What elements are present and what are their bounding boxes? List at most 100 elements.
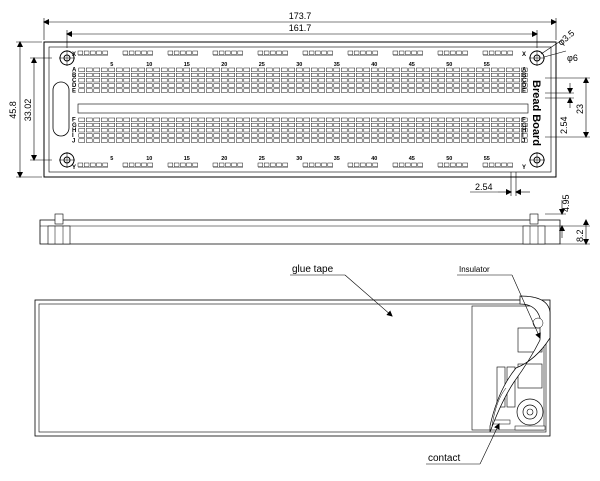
terminal-hole: [318, 88, 325, 93]
terminal-hole: [356, 128, 363, 133]
terminal-hole: [498, 88, 505, 93]
terminal-hole: [356, 83, 363, 88]
terminal-hole: [386, 133, 393, 138]
terminal-hole: [281, 117, 288, 122]
terminal-hole: [431, 122, 438, 128]
terminal-hole: [498, 128, 505, 133]
terminal-hole: [341, 83, 348, 88]
terminal-hole: [101, 122, 108, 128]
terminal-hole: [86, 122, 93, 128]
rail-hole: [237, 162, 243, 167]
glue-tape-area: [38, 303, 547, 433]
terminal-hole: [266, 128, 273, 133]
terminal-hole: [281, 122, 288, 128]
terminal-hole: [191, 88, 198, 93]
row-label: C: [72, 78, 77, 84]
terminal-hole: [183, 78, 190, 83]
terminal-hole: [146, 78, 153, 83]
terminal-hole: [176, 78, 183, 83]
terminal-hole: [146, 133, 153, 138]
rail-hole: [321, 50, 327, 55]
terminal-hole: [296, 117, 303, 122]
terminal-hole: [183, 128, 190, 133]
terminal-hole: [318, 67, 325, 72]
rail-hole: [366, 50, 372, 55]
terminal-hole: [326, 138, 333, 143]
terminal-hole: [303, 83, 310, 88]
terminal-hole: [416, 88, 423, 93]
terminal-hole: [251, 72, 258, 78]
rail-hole: [257, 50, 264, 55]
terminal-hole: [476, 83, 483, 88]
rail-label-x-left: X: [72, 52, 76, 58]
terminal-hole: [281, 88, 288, 93]
terminal-hole: [453, 138, 460, 143]
terminal-hole: [506, 133, 513, 138]
terminal-hole: [146, 122, 153, 128]
row-label: D: [72, 83, 77, 89]
terminal-hole: [153, 72, 160, 78]
terminal-hole: [176, 128, 183, 133]
terminal-hole: [378, 117, 385, 122]
column-number: 5: [110, 156, 113, 162]
terminal-hole: [341, 88, 348, 93]
terminal-hole: [453, 78, 460, 83]
terminal-hole: [93, 133, 100, 138]
terminal-hole: [176, 138, 183, 143]
terminal-hole: [431, 117, 438, 122]
terminal-hole: [273, 83, 280, 88]
terminal-hole: [86, 128, 93, 133]
terminal-hole: [93, 138, 100, 143]
terminal-hole: [326, 128, 333, 133]
terminal-hole: [476, 138, 483, 143]
terminal-hole: [363, 88, 370, 93]
terminal-hole: [303, 133, 310, 138]
column-number: 30: [296, 156, 302, 162]
row-label: F: [72, 118, 76, 124]
terminal-hole: [483, 88, 490, 93]
terminal-hole: [146, 88, 153, 93]
terminal-hole: [236, 117, 243, 122]
terminal-hole: [363, 78, 370, 83]
terminal-hole: [108, 67, 115, 72]
rail-hole: [315, 50, 321, 55]
terminal-hole: [431, 67, 438, 72]
terminal-hole: [356, 67, 363, 72]
rail-hole: [122, 162, 129, 167]
terminal-hole: [356, 138, 363, 143]
terminal-hole: [243, 72, 250, 78]
terminal-hole: [161, 72, 168, 78]
terminal-hole: [513, 78, 520, 83]
terminal-hole: [371, 128, 378, 133]
terminal-hole: [401, 67, 408, 72]
side-view: 4.95 8.2: [39, 194, 590, 245]
terminal-hole: [311, 138, 318, 143]
terminal-hole: [281, 83, 288, 88]
terminal-hole: [108, 83, 115, 88]
terminal-hole: [78, 117, 85, 122]
column-number: 25: [259, 156, 265, 162]
terminal-hole: [198, 88, 205, 93]
terminal-hole: [198, 67, 205, 72]
terminal-hole: [213, 128, 220, 133]
rail-hole: [302, 162, 309, 167]
rail-hole: [462, 50, 468, 55]
terminal-hole: [213, 117, 220, 122]
terminal-hole: [378, 78, 385, 83]
terminal-hole: [183, 72, 190, 78]
side-profile: [39, 219, 561, 245]
terminal-hole: [393, 88, 400, 93]
dim-inner-height: 33.02: [23, 99, 33, 122]
terminal-hole: [258, 78, 265, 83]
terminal-hole: [476, 67, 483, 72]
terminal-hole: [221, 72, 228, 78]
rail-hole: [96, 162, 102, 167]
terminal-hole: [341, 133, 348, 138]
column-number: 15: [184, 62, 190, 68]
terminal-hole: [506, 67, 513, 72]
terminal-hole: [431, 83, 438, 88]
terminal-hole: [101, 83, 108, 88]
column-number: 5: [110, 62, 113, 68]
terminal-hole: [78, 72, 85, 78]
rail-hole: [437, 162, 444, 167]
